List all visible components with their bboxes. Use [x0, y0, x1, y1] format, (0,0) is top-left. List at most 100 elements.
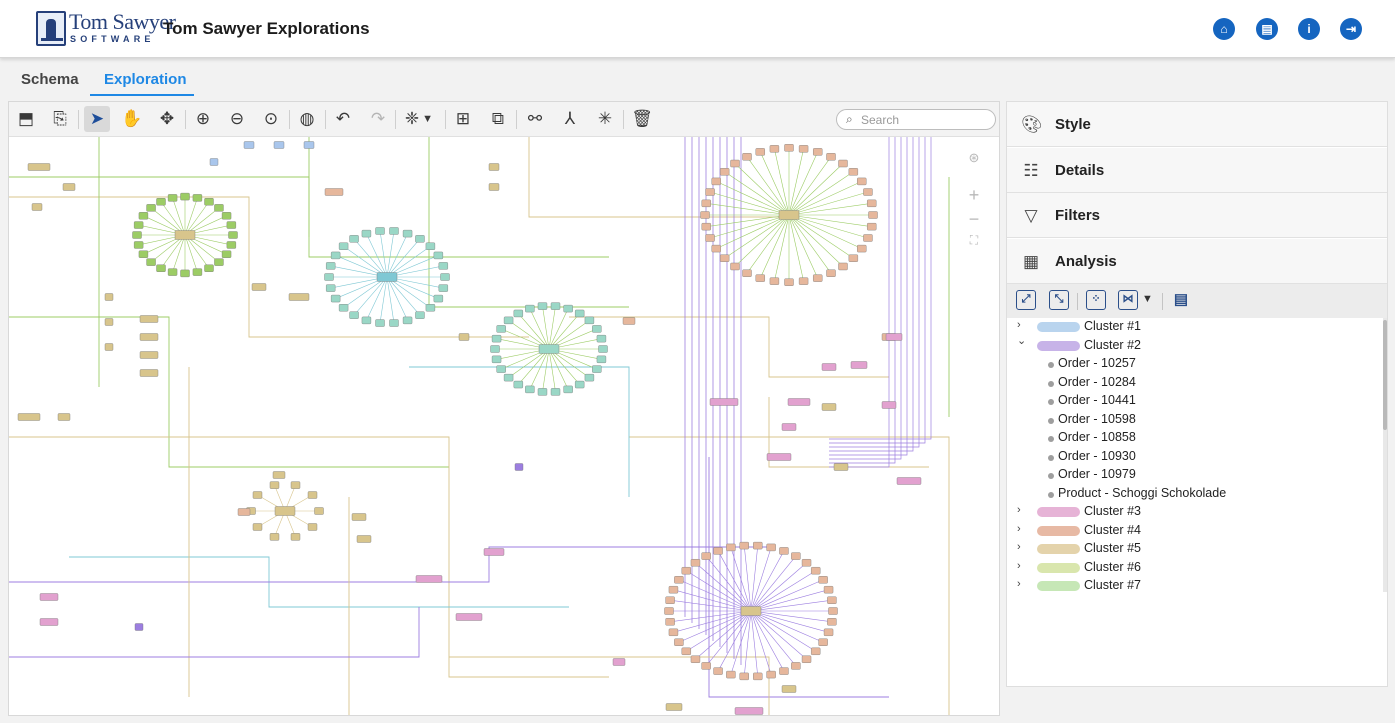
- zoom-plus-icon[interactable]: +: [968, 185, 980, 205]
- pan-control-icon[interactable]: ⊛: [968, 150, 980, 165]
- expand-all-button[interactable]: ⤢: [1016, 290, 1036, 310]
- cluster-member-item[interactable]: Order - 10441: [1007, 392, 1377, 410]
- zoom-minus-icon[interactable]: −: [968, 209, 980, 229]
- tree-scrollbar[interactable]: [1383, 318, 1387, 592]
- collapse-all-button[interactable]: ⤡: [1049, 290, 1069, 310]
- section-analysis[interactable]: ▦ Analysis: [1007, 239, 1387, 284]
- pan-tool-button[interactable]: ✋: [119, 106, 145, 132]
- cluster-member-item[interactable]: Product - Schoggi Schokolade: [1007, 485, 1377, 503]
- graph-edge: [386, 238, 421, 278]
- add-node-button[interactable]: ⊞: [450, 106, 476, 132]
- graph-edge: [829, 137, 914, 452]
- export-file-button[interactable]: ⎘: [47, 106, 73, 132]
- chevron-right-icon[interactable]: ›: [1017, 541, 1021, 553]
- graph-edge: [705, 610, 752, 667]
- cluster-row[interactable]: ›Cluster #6: [1007, 559, 1377, 577]
- graph-node: [537, 302, 548, 310]
- zoom-out-button[interactable]: ⊖: [224, 106, 250, 132]
- member-label: Order - 10284: [1058, 374, 1136, 389]
- member-label: Order - 10930: [1058, 448, 1136, 463]
- layout-dropdown-button[interactable]: ❈▼: [399, 106, 439, 132]
- graph-node: [273, 141, 285, 149]
- graph-node: [711, 177, 721, 186]
- cluster-member-item[interactable]: Order - 10257: [1007, 355, 1377, 373]
- graph-edge: [829, 137, 902, 460]
- graph-drawing[interactable]: [9, 137, 1000, 716]
- graph-edge: [529, 348, 550, 390]
- graph-edge: [160, 234, 186, 269]
- graph-node: [156, 198, 166, 206]
- analysis-toolbar: ⤢ ⤡ ⁘ ⋈ ▼ ▤: [1007, 284, 1387, 318]
- graph-edge: [518, 348, 550, 385]
- cluster-member-item[interactable]: Order - 10858: [1007, 429, 1377, 447]
- export-image-button[interactable]: ⬒: [13, 106, 39, 132]
- graph-edge: [788, 156, 832, 216]
- logout-button[interactable]: ⇥: [1340, 18, 1362, 40]
- cluster-row[interactable]: ›Cluster #7: [1007, 577, 1377, 592]
- report-button[interactable]: ▤: [1171, 290, 1191, 310]
- graph-edge: [750, 610, 824, 643]
- graph-node: [356, 535, 372, 543]
- graph-node: [730, 262, 740, 271]
- redo-icon: ↷: [370, 109, 386, 128]
- chevron-down-icon[interactable]: ⌄: [1017, 334, 1027, 347]
- find-button[interactable]: ⚯: [522, 106, 548, 132]
- graph-node: [455, 613, 483, 621]
- graph-node: [324, 188, 344, 196]
- chevron-right-icon[interactable]: ›: [1017, 578, 1021, 590]
- member-label: Order - 10979: [1058, 467, 1136, 481]
- graph-edge: [673, 589, 752, 612]
- tab-schema[interactable]: Schema: [21, 71, 79, 88]
- chevron-right-icon[interactable]: ›: [1017, 522, 1021, 535]
- graph-node: [133, 241, 144, 249]
- document-icon: ▤: [1261, 22, 1273, 36]
- select-tool-button[interactable]: ➤: [84, 106, 110, 132]
- graph-search[interactable]: ⌕: [836, 109, 996, 130]
- search-input[interactable]: [861, 112, 987, 128]
- graph-edge: [686, 610, 752, 652]
- move-tool-button[interactable]: ✥: [154, 106, 180, 132]
- section-details[interactable]: ☷ Details: [1007, 148, 1387, 193]
- graph-node: [290, 481, 301, 489]
- chevron-down-icon[interactable]: ▼: [1142, 293, 1153, 305]
- cluster-row[interactable]: ⌄Cluster #2: [1007, 334, 1377, 355]
- document-button[interactable]: ▤: [1256, 18, 1278, 40]
- graph-node: [288, 293, 310, 301]
- graph-node: [303, 141, 315, 149]
- fit-screen-icon[interactable]: ⛶: [969, 233, 979, 247]
- undo-button[interactable]: ↶: [330, 106, 356, 132]
- zoom-fit-icon: ⊙: [263, 109, 279, 128]
- zoom-fit-button[interactable]: ⊙: [258, 106, 284, 132]
- cluster-row[interactable]: ›Cluster #4: [1007, 522, 1377, 540]
- cluster-member-item[interactable]: Order - 10979: [1007, 466, 1377, 484]
- delete-button[interactable]: 🗑: [629, 106, 655, 132]
- scrollbar-thumb[interactable]: [1383, 320, 1387, 430]
- cluster-row[interactable]: ›Cluster #1: [1007, 318, 1377, 336]
- home-button[interactable]: ⌂: [1213, 18, 1235, 40]
- connect-node-button[interactable]: ⧉: [485, 106, 511, 132]
- chevron-right-icon[interactable]: ›: [1017, 319, 1021, 331]
- tab-exploration[interactable]: Exploration: [104, 71, 187, 88]
- section-style[interactable]: 🎨︎ Style: [1007, 102, 1387, 147]
- cluster-row[interactable]: ›Cluster #3: [1007, 503, 1377, 521]
- graph-node: [791, 662, 801, 670]
- chevron-right-icon[interactable]: ›: [1017, 504, 1021, 516]
- collapse-button[interactable]: ⅄: [557, 106, 583, 132]
- community-button[interactable]: ⋈: [1118, 290, 1138, 310]
- cluster-row[interactable]: ›Cluster #5: [1007, 540, 1377, 558]
- graph-node: [881, 401, 897, 409]
- cluster-member-item[interactable]: Order - 10284: [1007, 374, 1377, 392]
- undo-icon: ↶: [335, 109, 351, 128]
- graph-edge: [548, 348, 556, 392]
- expand-icon: ✳: [597, 109, 613, 128]
- cluster-button[interactable]: ⁘: [1086, 290, 1106, 310]
- expand-button[interactable]: ✳: [592, 106, 618, 132]
- info-button[interactable]: i: [1298, 18, 1320, 40]
- cluster-member-item[interactable]: Order - 10930: [1007, 448, 1377, 466]
- overview-button[interactable]: ◍: [294, 106, 320, 132]
- chevron-right-icon[interactable]: ›: [1017, 559, 1021, 572]
- cluster-member-item[interactable]: Order - 10598: [1007, 411, 1377, 429]
- redo-button[interactable]: ↷: [365, 106, 391, 132]
- zoom-in-button[interactable]: ⊕: [190, 106, 216, 132]
- section-filters[interactable]: ▽ Filters: [1007, 193, 1387, 238]
